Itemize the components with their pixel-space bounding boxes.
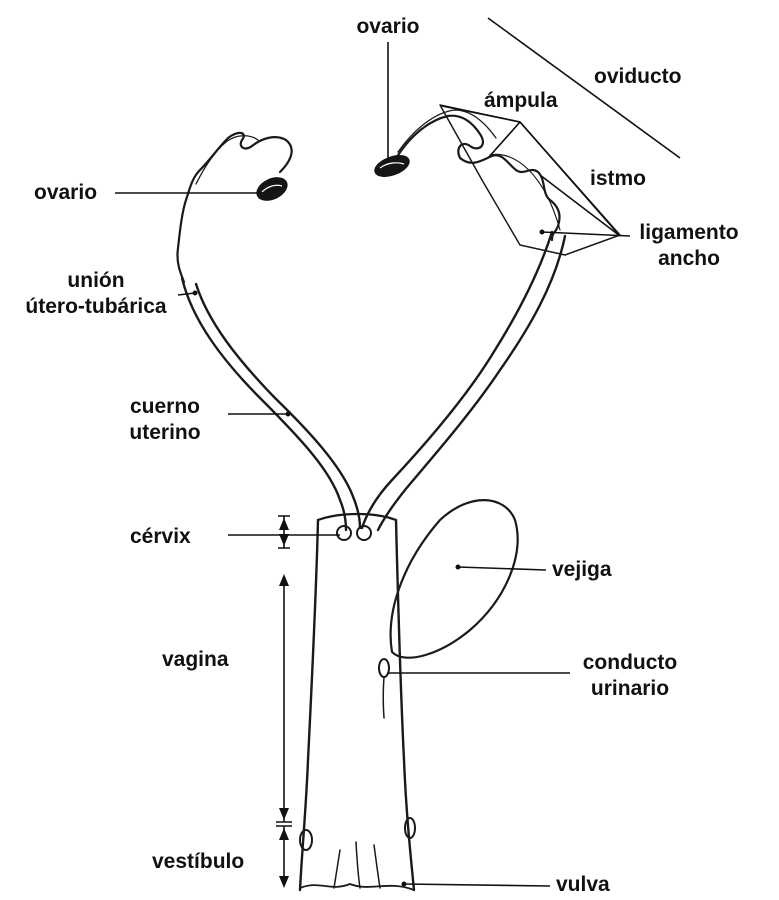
vestibule-fold-1 bbox=[334, 850, 340, 888]
dot-vejiga bbox=[456, 565, 461, 570]
leader-vulva bbox=[404, 884, 550, 886]
label-cuerno-line1: cuerno bbox=[108, 394, 222, 420]
dot-cuerno bbox=[286, 412, 291, 417]
label-vulva: vulva bbox=[556, 872, 610, 898]
vestibule-gland-left bbox=[300, 830, 312, 850]
leader-ampula-2 bbox=[488, 122, 520, 158]
label-union-line1: unión bbox=[14, 268, 178, 294]
label-union-utero-tubarica: unión útero-tubárica bbox=[14, 268, 178, 320]
right-uterine-horn bbox=[362, 232, 552, 528]
arrow-vagina-top bbox=[279, 574, 289, 586]
bladder-outline bbox=[391, 500, 518, 658]
vestibule-fold-2 bbox=[356, 842, 360, 888]
left-oviduct bbox=[177, 133, 291, 282]
right-uterine-horn-inner bbox=[378, 236, 565, 530]
label-ligamento-line1: ligamento bbox=[630, 220, 748, 246]
left-ovary bbox=[253, 173, 290, 205]
label-ampula: ámpula bbox=[484, 88, 558, 114]
dot-ligamento bbox=[540, 230, 545, 235]
arrow-vestibule-bottom bbox=[279, 876, 289, 888]
cervix-opening-left bbox=[337, 526, 351, 540]
arrow-cervix-bottom bbox=[279, 534, 289, 546]
label-vagina: vagina bbox=[162, 647, 229, 673]
label-cervix: cérvix bbox=[130, 524, 191, 550]
label-conducto-line1: conducto bbox=[572, 650, 688, 676]
label-conducto-line2: urinario bbox=[572, 676, 688, 702]
label-cuerno-uterino: cuerno uterino bbox=[108, 394, 222, 446]
urinary-opening bbox=[379, 659, 389, 677]
label-vejiga: vejiga bbox=[552, 557, 612, 583]
arrow-vagina-bottom bbox=[279, 808, 289, 820]
leader-vejiga bbox=[458, 567, 546, 570]
broad-ligament-inner bbox=[490, 154, 560, 230]
label-istmo: istmo bbox=[590, 166, 646, 192]
label-ligamento-line2: ancho bbox=[630, 246, 748, 272]
right-oviduct bbox=[395, 116, 560, 240]
label-conducto-urinario: conducto urinario bbox=[572, 650, 688, 702]
vagina-left-wall bbox=[300, 520, 318, 890]
arrow-vestibule-top bbox=[279, 828, 289, 840]
dot-vulva bbox=[402, 882, 407, 887]
label-ligamento-ancho: ligamento ancho bbox=[630, 220, 748, 272]
leader-union bbox=[178, 293, 195, 295]
label-union-line2: útero-tubárica bbox=[14, 294, 178, 320]
dot-union bbox=[193, 291, 198, 296]
label-oviducto: oviducto bbox=[594, 64, 682, 90]
label-ovario-top: ovario bbox=[350, 14, 426, 40]
vagina-dimension bbox=[276, 580, 292, 822]
left-oviduct-outer bbox=[196, 136, 258, 184]
right-ovary bbox=[372, 151, 412, 180]
label-vestibulo: vestíbulo bbox=[152, 849, 244, 875]
cervix-opening-right bbox=[357, 526, 371, 540]
vestibule-fold-3 bbox=[374, 845, 380, 888]
urinary-groove bbox=[383, 677, 384, 718]
label-cuerno-line2: uterino bbox=[108, 420, 222, 446]
vulva-lips bbox=[300, 884, 414, 890]
arrow-cervix-top bbox=[279, 518, 289, 530]
label-ovario-left: ovario bbox=[34, 180, 97, 206]
